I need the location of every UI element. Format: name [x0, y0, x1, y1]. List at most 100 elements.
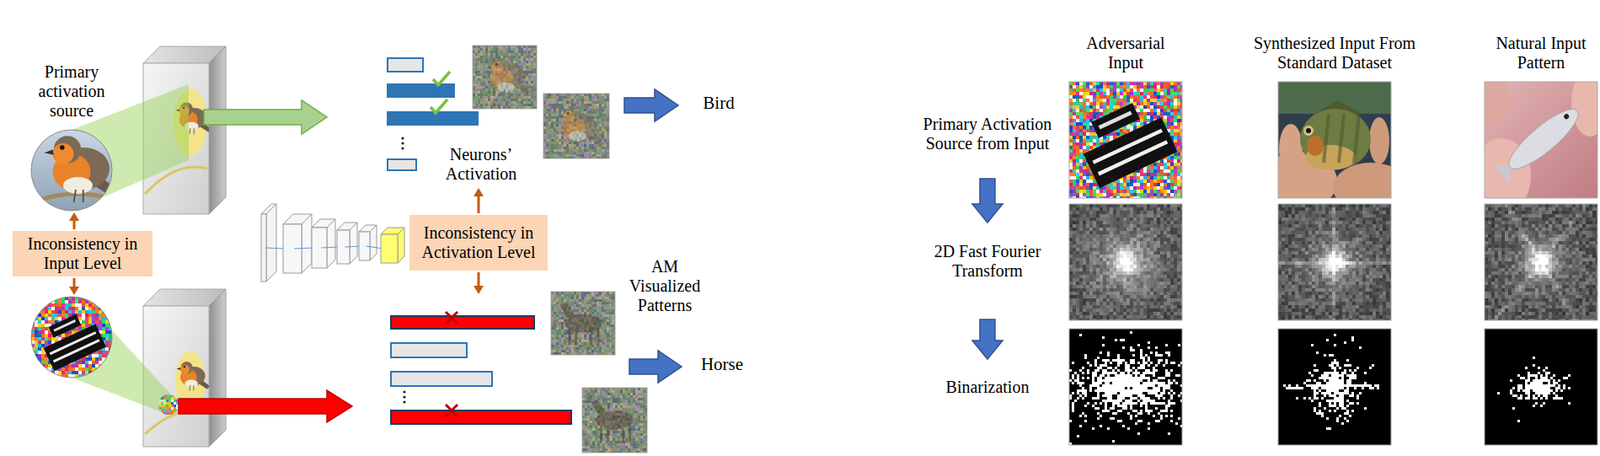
noise-pixel: [528, 70, 531, 74]
noise-pixel: [563, 96, 567, 99]
noise-pixel: [525, 106, 529, 109]
noise-pixel: [105, 330, 109, 334]
noise-pixel: [599, 146, 602, 150]
ellipsis-dot: [401, 141, 404, 145]
noise-pixel: [523, 48, 526, 51]
noise-pixel: [95, 316, 99, 321]
noise-pixel: [599, 123, 602, 127]
noise-pixel: [48, 337, 52, 341]
noise-pixel: [561, 149, 564, 152]
noise-pixel: [553, 93, 557, 97]
noise-pixel: [487, 85, 491, 89]
noise-pixel: [523, 98, 526, 102]
noise-pixel: [530, 48, 534, 51]
noise-pixel: [508, 53, 511, 56]
noise-pixel: [604, 128, 607, 132]
noise-pixel: [520, 101, 524, 104]
noise-pixel: [85, 320, 89, 324]
noise-pixel: [71, 310, 75, 314]
noise-pixel: [105, 363, 109, 368]
noise-pixel: [553, 144, 557, 147]
noise-pixel: [171, 401, 174, 405]
noise-pixel: [88, 313, 92, 317]
noise-pixel: [480, 88, 483, 91]
noise-pixel: [173, 404, 177, 407]
noise-pixel: [533, 93, 536, 97]
noise-pixel: [475, 93, 478, 97]
noise-pixel: [472, 106, 476, 109]
noise-pixel: [98, 370, 102, 375]
noise-pixel: [41, 337, 45, 341]
noise-pixel: [533, 80, 536, 84]
noise-pixel: [505, 93, 509, 97]
noise-pixel: [81, 310, 86, 314]
noise-pixel: [477, 58, 481, 61]
noise-pixel: [571, 93, 574, 97]
noise-pixel: [551, 103, 554, 107]
noise-pixel: [485, 75, 488, 79]
noise-pixel: [475, 98, 478, 102]
noise-pixel: [588, 108, 592, 112]
noise-pixel: [108, 357, 113, 361]
noise-pixel: [601, 96, 605, 99]
noise-pixel: [530, 98, 534, 102]
noise-pixel: [556, 96, 559, 99]
noise-pixel: [168, 412, 172, 415]
noise-pixel: [513, 60, 516, 64]
noise-pixel: [497, 96, 501, 99]
noise-pixel: [81, 360, 86, 364]
noise-pixel: [41, 299, 45, 304]
noise-pixel: [593, 113, 597, 117]
noise-pixel: [37, 347, 42, 351]
noise-pixel: [515, 50, 519, 54]
noise-pixel: [81, 306, 86, 311]
noise-pixel: [548, 123, 552, 127]
noise-pixel: [553, 136, 557, 140]
noise-pixel: [51, 337, 55, 341]
noise-pixel: [171, 396, 174, 400]
bird-face: [53, 143, 75, 165]
noise-pixel: [523, 60, 526, 64]
noise-pixel: [51, 296, 55, 300]
noise-pixel: [558, 96, 562, 99]
noise-pixel: [497, 50, 501, 54]
noise-pixel: [601, 98, 605, 102]
noise-pixel: [571, 103, 574, 107]
noise-pixel: [591, 98, 594, 102]
noise-pixel: [556, 141, 559, 145]
noise-pixel: [88, 374, 92, 378]
noise-pixel: [171, 404, 174, 407]
noise-pixel: [520, 50, 524, 54]
noise-pixel: [568, 146, 572, 150]
noise-pixel: [95, 370, 99, 375]
noise-pixel: [485, 78, 488, 81]
noise-pixel: [68, 299, 72, 304]
noise-pixel: [78, 367, 82, 371]
noise-pixel: [495, 93, 498, 97]
noise-pixel: [601, 113, 605, 117]
noise-pixel: [34, 299, 38, 304]
noise-pixel: [108, 363, 113, 368]
noise-pixel: [525, 60, 529, 64]
noise-pixel: [71, 370, 75, 375]
noise-pixel: [101, 299, 106, 304]
noise-pixel: [34, 360, 38, 364]
noise-pixel: [98, 353, 102, 358]
noise-pixel: [508, 45, 511, 49]
noise-pixel: [101, 350, 106, 354]
noise-pixel: [480, 80, 483, 84]
noise-pixel: [515, 90, 519, 94]
panel-side: [208, 46, 226, 215]
noise-pixel: [485, 85, 488, 89]
noise-pixel: [37, 316, 42, 321]
layer-side: [349, 222, 358, 264]
noise-pixel: [31, 360, 35, 364]
noise-pixel: [530, 88, 534, 91]
noise-pixel: [556, 108, 559, 112]
neuron-bar: [387, 84, 455, 97]
noise-pixel: [556, 103, 559, 107]
noise-pixel: [545, 113, 549, 117]
noise-pixel: [588, 139, 592, 142]
noise-pixel: [74, 303, 79, 307]
noise-pixel: [601, 116, 605, 119]
